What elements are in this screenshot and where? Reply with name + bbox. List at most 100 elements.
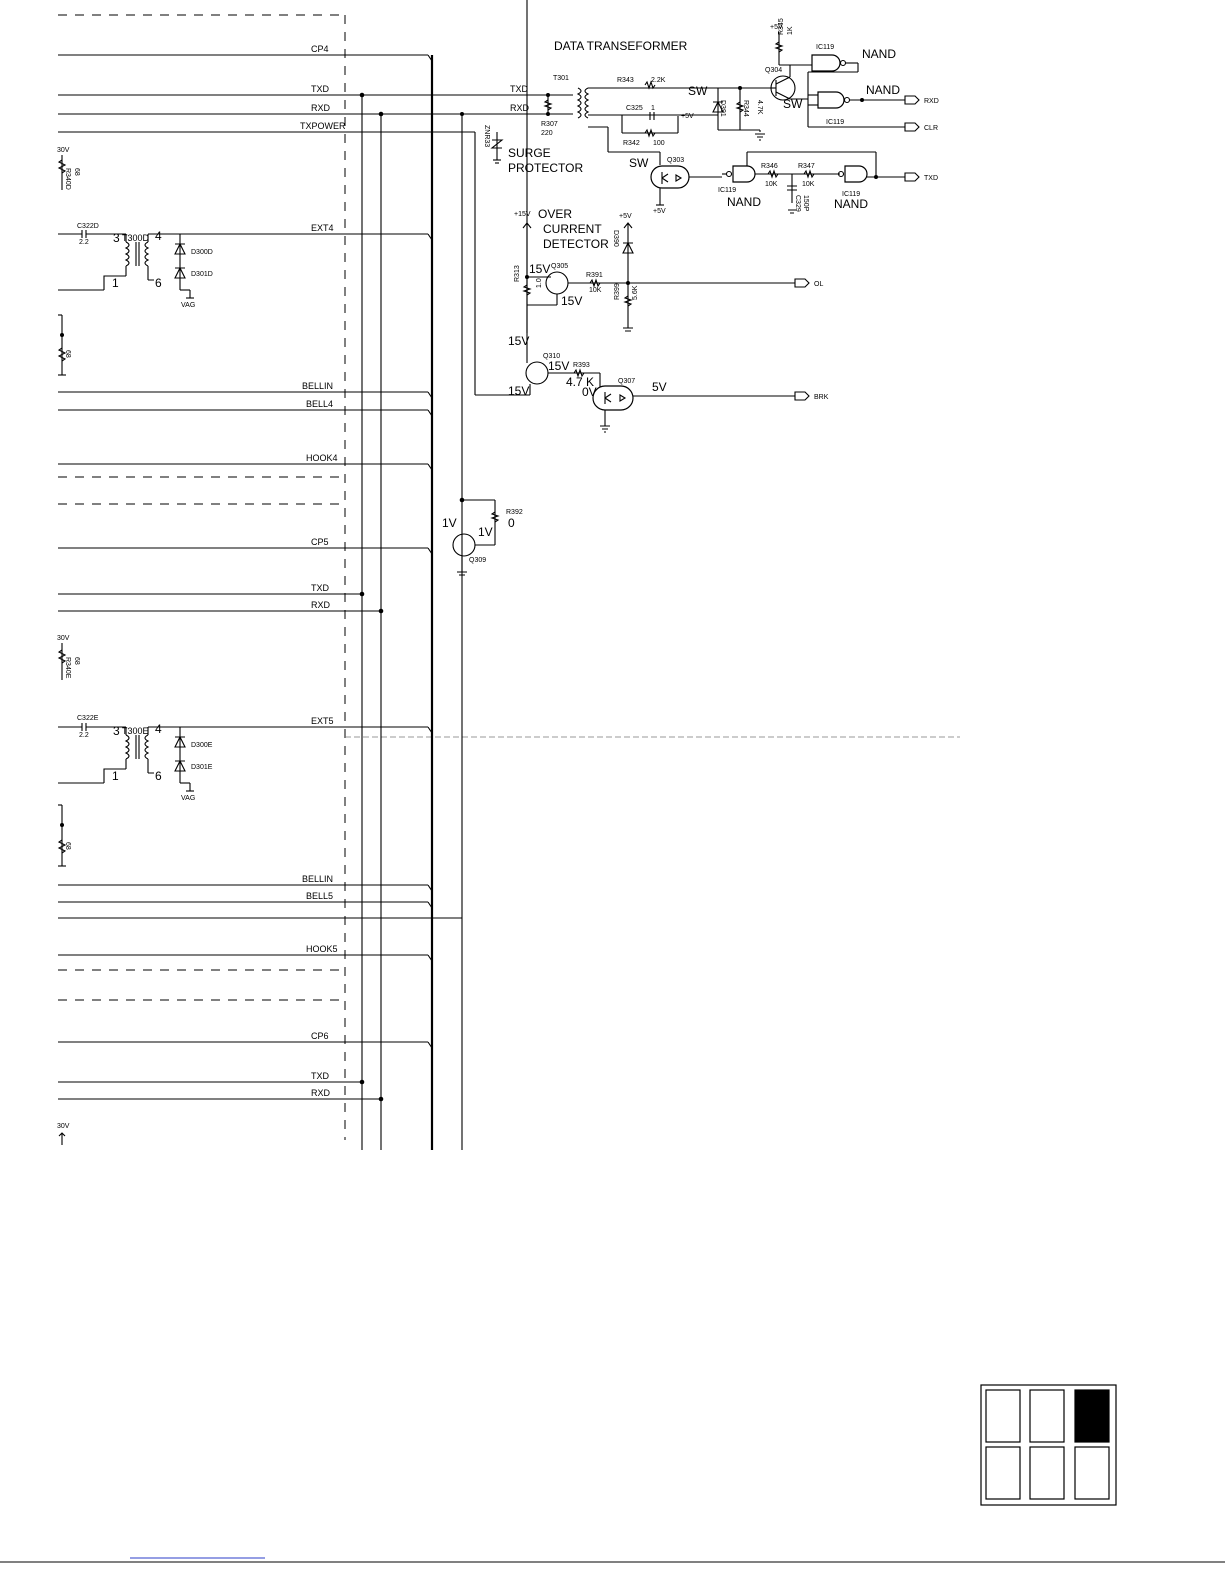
svg-text:VAG: VAG — [181, 302, 195, 309]
net-txd-3: TXD — [311, 1071, 330, 1081]
port-rxd: RXD — [924, 98, 939, 105]
svg-text:10K: 10K — [765, 181, 778, 188]
svg-text:4: 4 — [155, 722, 162, 736]
svg-text:NAND: NAND — [727, 195, 761, 209]
svg-text:1K: 1K — [787, 26, 794, 35]
svg-text:R340D: R340D — [64, 168, 71, 190]
svg-text:Q309: Q309 — [469, 557, 486, 564]
net-bellin-1: BELLIN — [302, 381, 333, 391]
svg-text:100: 100 — [653, 140, 665, 147]
svg-text:15V: 15V — [561, 294, 582, 308]
svg-text:2.2K: 2.2K — [651, 77, 666, 84]
net-rxd-1: RXD — [311, 103, 331, 113]
svg-text:Q304: Q304 — [765, 67, 782, 74]
port-brk: BRK — [814, 394, 829, 401]
svg-text:TXD: TXD — [510, 84, 529, 94]
svg-text:D301D: D301D — [191, 271, 213, 278]
svg-text:+5V: +5V — [619, 213, 632, 220]
svg-text:CURRENT: CURRENT — [543, 222, 602, 236]
svg-text:15V: 15V — [529, 262, 550, 276]
svg-text:D390: D390 — [612, 230, 619, 247]
svg-text:R313: R313 — [514, 265, 521, 282]
svg-text:ZNR33: ZNR33 — [483, 125, 490, 147]
svg-text:SW: SW — [783, 97, 803, 111]
svg-text:1V: 1V — [478, 525, 493, 539]
svg-text:T300D: T300D — [122, 233, 150, 243]
svg-text:SW: SW — [688, 84, 708, 98]
svg-text:OVER: OVER — [538, 207, 572, 221]
svg-text:Q305: Q305 — [551, 263, 568, 270]
over-current-detector: +15V OVER CURRENT DETECTOR R313 1.0 15V … — [508, 0, 829, 433]
svg-text:15V: 15V — [508, 384, 529, 398]
section-borders — [58, 14, 960, 1140]
svg-text:5.6K: 5.6K — [632, 285, 639, 300]
svg-text:4.7K: 4.7K — [756, 100, 763, 115]
page-grid-indicator — [980, 1384, 1117, 1506]
svg-text:C322D: C322D — [77, 223, 99, 230]
net-hook5: HOOK5 — [306, 944, 338, 954]
svg-text:30V: 30V — [57, 147, 70, 154]
net-rxd-3: RXD — [311, 1088, 331, 1098]
port-txd: TXD — [924, 175, 938, 182]
svg-text:6: 6 — [155, 276, 162, 290]
svg-text:NAND: NAND — [834, 197, 868, 211]
svg-text:Q303: Q303 — [667, 157, 684, 164]
svg-text:R342: R342 — [623, 140, 640, 147]
svg-text:R347: R347 — [798, 163, 815, 170]
svg-text:Q310: Q310 — [543, 353, 560, 360]
net-ext4: EXT4 — [311, 223, 334, 233]
net-bell4: BELL4 — [306, 399, 333, 409]
page-cell-2 — [1029, 1389, 1065, 1443]
svg-text:R344: R344 — [742, 100, 749, 117]
nets-section-3 — [58, 1041, 433, 1100]
svg-text:10K: 10K — [802, 181, 815, 188]
svg-text:1: 1 — [112, 769, 119, 783]
svg-text:D391: D391 — [719, 100, 726, 117]
svg-text:IC119: IC119 — [816, 44, 834, 51]
net-bell5: BELL5 — [306, 891, 333, 901]
diagram-title: DATA TRANSEFORMER — [554, 39, 688, 53]
svg-text:D300D: D300D — [191, 249, 213, 256]
svg-text:R346: R346 — [761, 163, 778, 170]
svg-text:R393: R393 — [573, 362, 590, 369]
svg-text:NAND: NAND — [866, 83, 900, 97]
svg-text:R399: R399 — [614, 283, 621, 300]
svg-text:R340E: R340E — [64, 657, 71, 679]
svg-text:+5V: +5V — [653, 208, 666, 215]
port-ol: OL — [814, 281, 823, 288]
net-txpower: TXPOWER — [300, 121, 346, 131]
svg-text:2.2: 2.2 — [79, 239, 89, 246]
svg-text:1: 1 — [651, 105, 655, 112]
net-cp6: CP6 — [311, 1031, 329, 1041]
svg-text:150P: 150P — [802, 195, 809, 212]
svg-text:IC119: IC119 — [842, 191, 860, 198]
port-clr: CLR — [924, 125, 938, 132]
svg-text:1.0: 1.0 — [536, 278, 543, 288]
nets-section-1 — [58, 54, 475, 471]
bus-junctions — [359, 92, 465, 1102]
svg-text:5V: 5V — [652, 380, 667, 394]
svg-text:R343: R343 — [617, 77, 634, 84]
svg-text:IC119: IC119 — [826, 119, 844, 126]
page-cell-6 — [1074, 1446, 1110, 1500]
net-txd-1: TXD — [311, 84, 330, 94]
svg-text:68: 68 — [73, 657, 80, 665]
svg-text:RXD: RXD — [510, 103, 530, 113]
svg-text:15V: 15V — [548, 359, 569, 373]
net-cp4: CP4 — [311, 44, 329, 54]
svg-text:D300E: D300E — [191, 742, 213, 749]
svg-text:R307: R307 — [541, 121, 558, 128]
net-cp5: CP5 — [311, 537, 329, 547]
svg-text:4.7 K: 4.7 K — [566, 375, 594, 389]
svg-text:SURGE: SURGE — [508, 146, 551, 160]
net-ext5: EXT5 — [311, 716, 334, 726]
svg-text:+15V: +15V — [514, 211, 531, 218]
svg-text:220: 220 — [541, 130, 553, 137]
svg-text:C325: C325 — [626, 105, 643, 112]
svg-text:30V: 30V — [57, 1123, 70, 1130]
net-bellin-2: BELLIN — [302, 874, 333, 884]
svg-text:C329: C329 — [794, 195, 801, 212]
channel-d: 30V R340D 68 C322D 2.2 3 T300D 4 1 6 D30… — [57, 147, 213, 376]
svg-text:PROTECTOR: PROTECTOR — [508, 161, 583, 175]
